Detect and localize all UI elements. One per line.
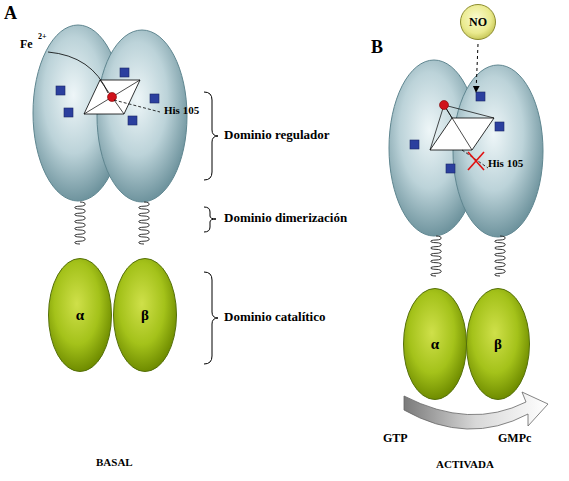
domain-label: Dominio regulador <box>224 128 330 142</box>
domain-label: Dominio catalítico <box>224 310 325 324</box>
node-label: α <box>76 307 84 324</box>
spring-coil <box>495 236 506 276</box>
panel-letter: A <box>4 4 17 24</box>
domain-bracket <box>204 92 218 364</box>
no-arrow <box>476 44 478 92</box>
node-label: NO <box>469 15 487 30</box>
panel-letter: B <box>371 38 383 58</box>
regulatory-domain <box>389 60 543 237</box>
iron-charge: 2+ <box>38 33 47 42</box>
alpha-subunit: α <box>403 288 467 400</box>
substrate-label: GTP <box>383 432 408 445</box>
dimerization-linker <box>75 202 150 244</box>
nitric-oxide: NO <box>460 4 496 40</box>
node-label: β <box>494 336 502 353</box>
state-label: ACTIVADA <box>436 458 494 470</box>
residue-label: His 105 <box>488 157 523 169</box>
regulatory-domain <box>33 25 187 202</box>
residue-label: His 105 <box>164 104 199 116</box>
node-label: α <box>431 336 439 353</box>
node-label: β <box>141 307 149 324</box>
alpha-subunit: α <box>48 258 112 372</box>
beta-subunit: β <box>113 258 177 372</box>
dimerization-linker <box>431 236 506 276</box>
domain-label: Dominio dimerización <box>224 211 347 225</box>
spring-coil <box>431 236 442 276</box>
state-label: BASAL <box>96 456 133 468</box>
beta-subunit: β <box>466 288 530 400</box>
spring-coil <box>139 202 150 244</box>
iron-label: Fe <box>20 38 33 51</box>
spring-coil <box>75 202 86 244</box>
product-label: GMPc <box>498 432 531 445</box>
heme-group <box>48 52 160 125</box>
